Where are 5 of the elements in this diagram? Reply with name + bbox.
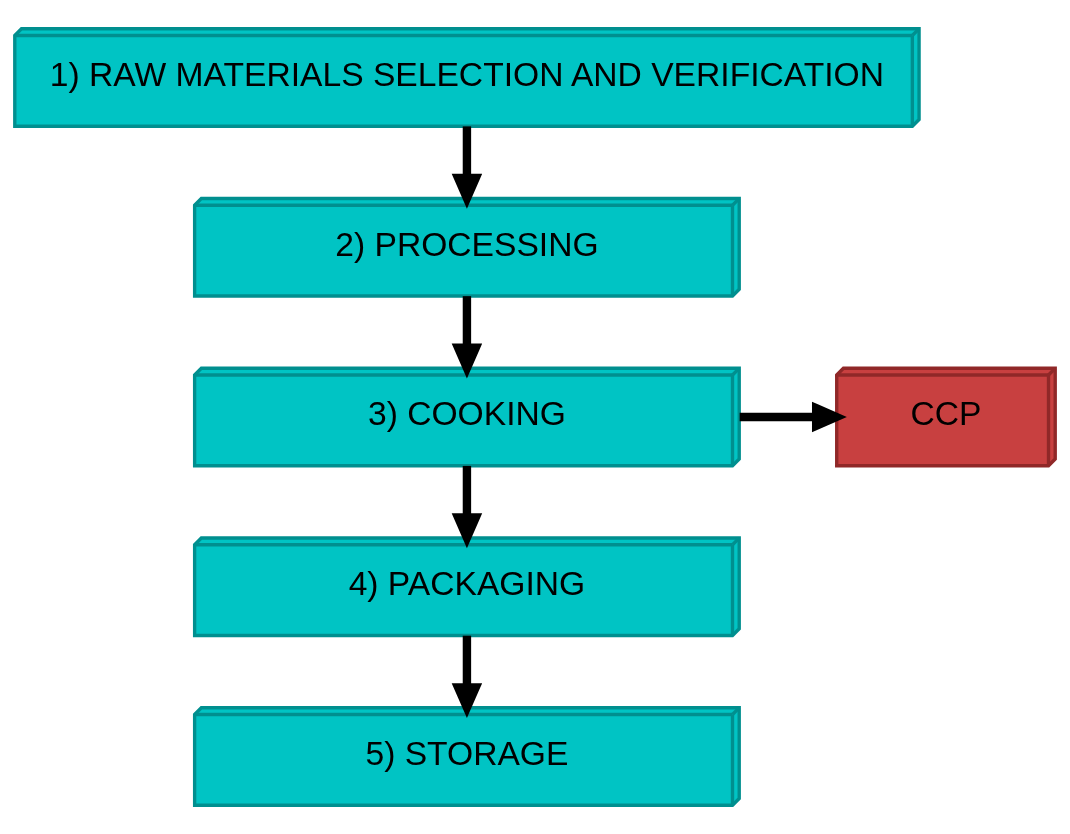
arrow [451,126,483,209]
arrow [451,635,483,718]
arrow [739,401,847,433]
arrow [451,296,483,379]
arrow [451,465,483,549]
